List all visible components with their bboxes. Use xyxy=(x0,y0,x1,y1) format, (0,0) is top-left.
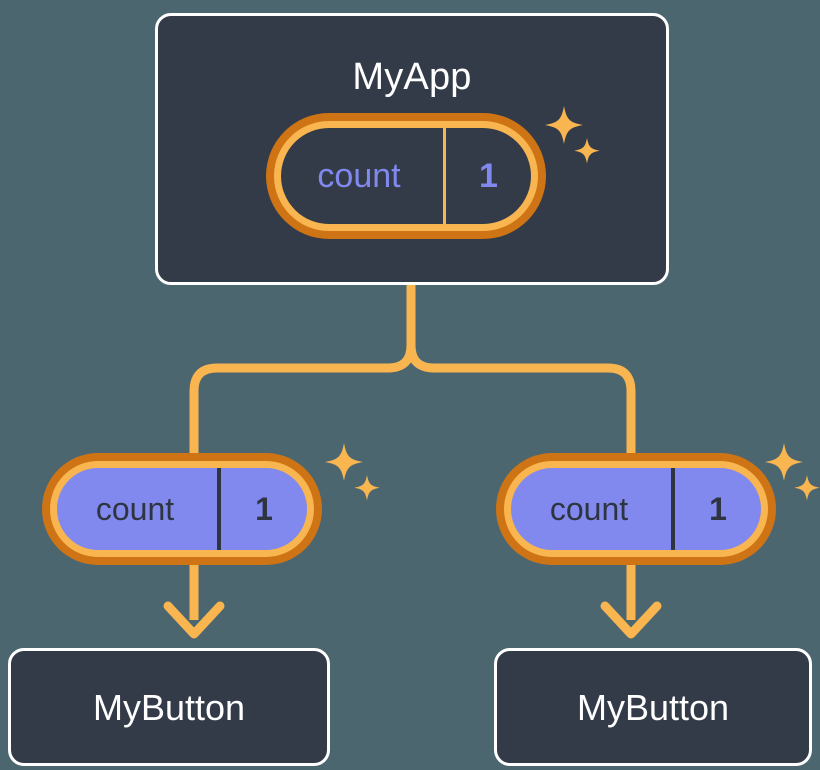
signal-pill-right-wrapper[interactable]: count 1 xyxy=(504,461,768,557)
signal-pill-root-wrapper[interactable]: count 1 xyxy=(274,121,538,231)
arrow-down-icon-left xyxy=(163,601,225,639)
component-card-mybutton-left[interactable]: MyButton xyxy=(8,648,330,766)
signal-pill-root[interactable]: count 1 xyxy=(274,121,538,231)
branch-connector-right-icon xyxy=(406,344,636,455)
signal-name-left: count xyxy=(95,490,175,527)
branch-connector-icon xyxy=(189,285,416,455)
signal-pill-left[interactable]: count 1 xyxy=(50,461,314,557)
signal-name-root: count xyxy=(317,156,401,195)
signal-pill-right[interactable]: count 1 xyxy=(504,461,768,557)
sparkle-four-point-icon xyxy=(765,443,803,481)
signal-value-root: 1 xyxy=(443,128,531,224)
sparkle-group-left xyxy=(325,443,380,501)
sparkle-four-point-small-icon xyxy=(794,475,820,501)
sparkle-four-point-small-icon xyxy=(354,475,380,501)
component-title-mybutton-left: MyButton xyxy=(92,687,246,728)
component-title-mybutton-right: MyButton xyxy=(576,687,730,728)
component-card-mybutton-right[interactable]: MyButton xyxy=(494,648,812,766)
arrow-down-icon-right xyxy=(600,601,662,639)
signal-value-left: 1 xyxy=(217,468,307,550)
signal-value-right: 1 xyxy=(671,468,761,550)
component-title-myapp: MyApp xyxy=(352,56,472,98)
signal-pill-left-wrapper[interactable]: count 1 xyxy=(50,461,314,557)
sparkle-four-point-icon xyxy=(325,443,363,481)
signal-name-right: count xyxy=(549,490,629,527)
